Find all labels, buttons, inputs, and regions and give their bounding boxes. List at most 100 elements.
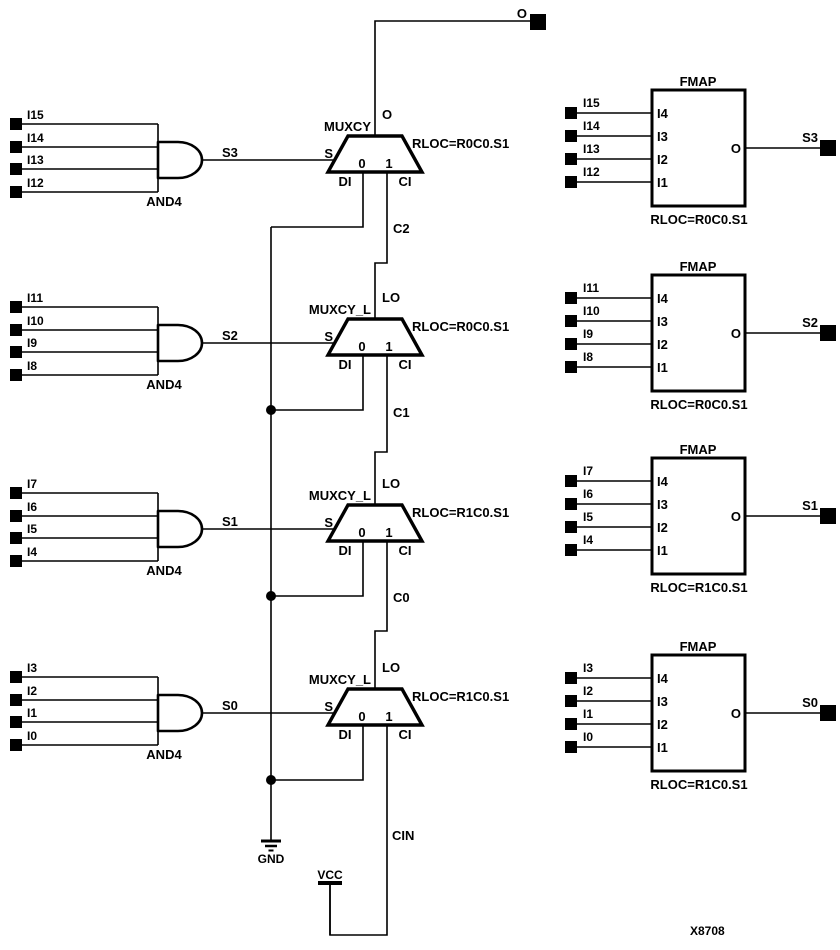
wire bbox=[374, 355, 388, 505]
muxcy-symbol bbox=[325, 317, 425, 357]
output-pin-square bbox=[530, 14, 546, 30]
net-label: CIN bbox=[392, 828, 414, 843]
mux-pin-ci: CI bbox=[399, 357, 412, 372]
fmap-pin: I3 bbox=[657, 694, 668, 709]
fmap-pin-out: O bbox=[731, 326, 741, 341]
output-pin-label: S2 bbox=[802, 315, 818, 330]
mux-pin-ci: CI bbox=[399, 543, 412, 558]
input-pin-square bbox=[565, 475, 577, 487]
gnd-symbol: GND bbox=[258, 839, 285, 866]
input-pin-label: I13 bbox=[583, 142, 600, 156]
net-label: C0 bbox=[393, 590, 410, 605]
input-pin-square bbox=[10, 369, 22, 381]
fmap-pin: I2 bbox=[657, 520, 668, 535]
mux-pin-di: DI bbox=[339, 727, 352, 742]
fmap-rloc: RLOC=R0C0.S1 bbox=[650, 212, 747, 227]
mux-pin-out: O bbox=[382, 107, 392, 122]
net-label: S3 bbox=[222, 145, 238, 160]
mux-sel1: 1 bbox=[385, 709, 392, 724]
net-label: C2 bbox=[393, 221, 410, 236]
input-pin-square bbox=[10, 346, 22, 358]
input-pin-square bbox=[10, 510, 22, 522]
logic-row-s0: I3 I2 I1 I0 AND4 S0 MUXCY_L RLOC=R1C0.S1… bbox=[10, 660, 509, 781]
gate-label: AND4 bbox=[146, 377, 182, 392]
fmap-pin: I1 bbox=[657, 360, 668, 375]
input-pin-label: I5 bbox=[27, 522, 37, 536]
and4-gate bbox=[156, 693, 204, 733]
input-pin-square bbox=[10, 739, 22, 751]
wire bbox=[271, 541, 364, 597]
fmap-title: FMAP bbox=[680, 74, 717, 89]
fmap-pin-out: O bbox=[731, 141, 741, 156]
input-pin-label: I1 bbox=[583, 707, 593, 721]
input-pin-label: I6 bbox=[27, 500, 37, 514]
fmap-title: FMAP bbox=[680, 442, 717, 457]
input-pin-label: I10 bbox=[27, 314, 44, 328]
input-pin-label: I1 bbox=[27, 706, 37, 720]
input-pin-label: I2 bbox=[27, 684, 37, 698]
output-pin-square bbox=[820, 508, 836, 524]
gnd-label: GND bbox=[258, 852, 285, 866]
fmap-pin: I3 bbox=[657, 129, 668, 144]
input-pin-label: I7 bbox=[27, 477, 37, 491]
mux-pin-di: DI bbox=[339, 357, 352, 372]
input-pin-label: I4 bbox=[27, 545, 37, 559]
gate-label: AND4 bbox=[146, 747, 182, 762]
fmap-body bbox=[650, 653, 747, 773]
mux-rloc: RLOC=R0C0.S1 bbox=[412, 136, 509, 151]
mux-rloc: RLOC=R0C0.S1 bbox=[412, 319, 509, 334]
muxcy-symbol bbox=[325, 503, 425, 543]
input-pin-square bbox=[10, 163, 22, 175]
fmap-block-s1: FMAP RLOC=R1C0.S1 I7 I6 I5 I4 I4 I3 I2 I… bbox=[565, 442, 836, 595]
input-pin-label: I3 bbox=[27, 661, 37, 675]
input-pin-square bbox=[10, 487, 22, 499]
fmap-pin: I2 bbox=[657, 337, 668, 352]
input-pin-square bbox=[565, 521, 577, 533]
fmap-pin: I3 bbox=[657, 497, 668, 512]
mux-name: MUXCY_L bbox=[309, 488, 371, 503]
mux-sel0: 0 bbox=[358, 156, 365, 171]
wire bbox=[271, 725, 364, 781]
input-pin-square bbox=[10, 555, 22, 567]
mux-pin-s: S bbox=[324, 699, 333, 714]
output-net-o: O bbox=[374, 6, 546, 136]
wire bbox=[374, 172, 388, 319]
output-pin-label: O bbox=[517, 6, 527, 21]
mux-sel0: 0 bbox=[358, 525, 365, 540]
mux-name: MUXCY_L bbox=[309, 302, 371, 317]
input-pin-square bbox=[10, 694, 22, 706]
input-pin-label: I2 bbox=[583, 684, 593, 698]
figure-id: X8708 bbox=[690, 924, 725, 938]
input-pin-label: I5 bbox=[583, 510, 593, 524]
wire bbox=[374, 541, 388, 689]
input-pin-label: I9 bbox=[583, 327, 593, 341]
mux-sel1: 1 bbox=[385, 156, 392, 171]
input-pin-label: I11 bbox=[583, 281, 599, 295]
mux-sel0: 0 bbox=[358, 709, 365, 724]
fmap-pin-out: O bbox=[731, 509, 741, 524]
vcc-label: VCC bbox=[317, 868, 343, 882]
logic-row-s2: I11 I10 I9 I8 AND4 S2 MUXCY_L RLOC=R0C0.… bbox=[10, 290, 509, 411]
input-pin-square bbox=[565, 741, 577, 753]
input-pin-label: I15 bbox=[583, 96, 600, 110]
gate-label: AND4 bbox=[146, 563, 182, 578]
and4-gate bbox=[156, 323, 204, 363]
fmap-rloc: RLOC=R0C0.S1 bbox=[650, 397, 747, 412]
fmap-block-s3: FMAP RLOC=R0C0.S1 I15 I14 I13 I12 I4 I3 … bbox=[565, 74, 836, 227]
fmap-rloc: RLOC=R1C0.S1 bbox=[650, 777, 747, 792]
input-pin-square bbox=[10, 301, 22, 313]
input-pin-label: I14 bbox=[27, 131, 44, 145]
input-pin-label: I15 bbox=[27, 108, 44, 122]
input-pin-square bbox=[10, 671, 22, 683]
input-pin-square bbox=[10, 141, 22, 153]
output-pin-square bbox=[820, 140, 836, 156]
mux-rloc: RLOC=R1C0.S1 bbox=[412, 689, 509, 704]
input-pin-square bbox=[10, 186, 22, 198]
input-pin-square bbox=[565, 130, 577, 142]
and4-gate bbox=[156, 509, 204, 549]
wire bbox=[271, 172, 364, 228]
fmap-pin: I1 bbox=[657, 175, 668, 190]
fmap-pin: I4 bbox=[657, 291, 669, 306]
